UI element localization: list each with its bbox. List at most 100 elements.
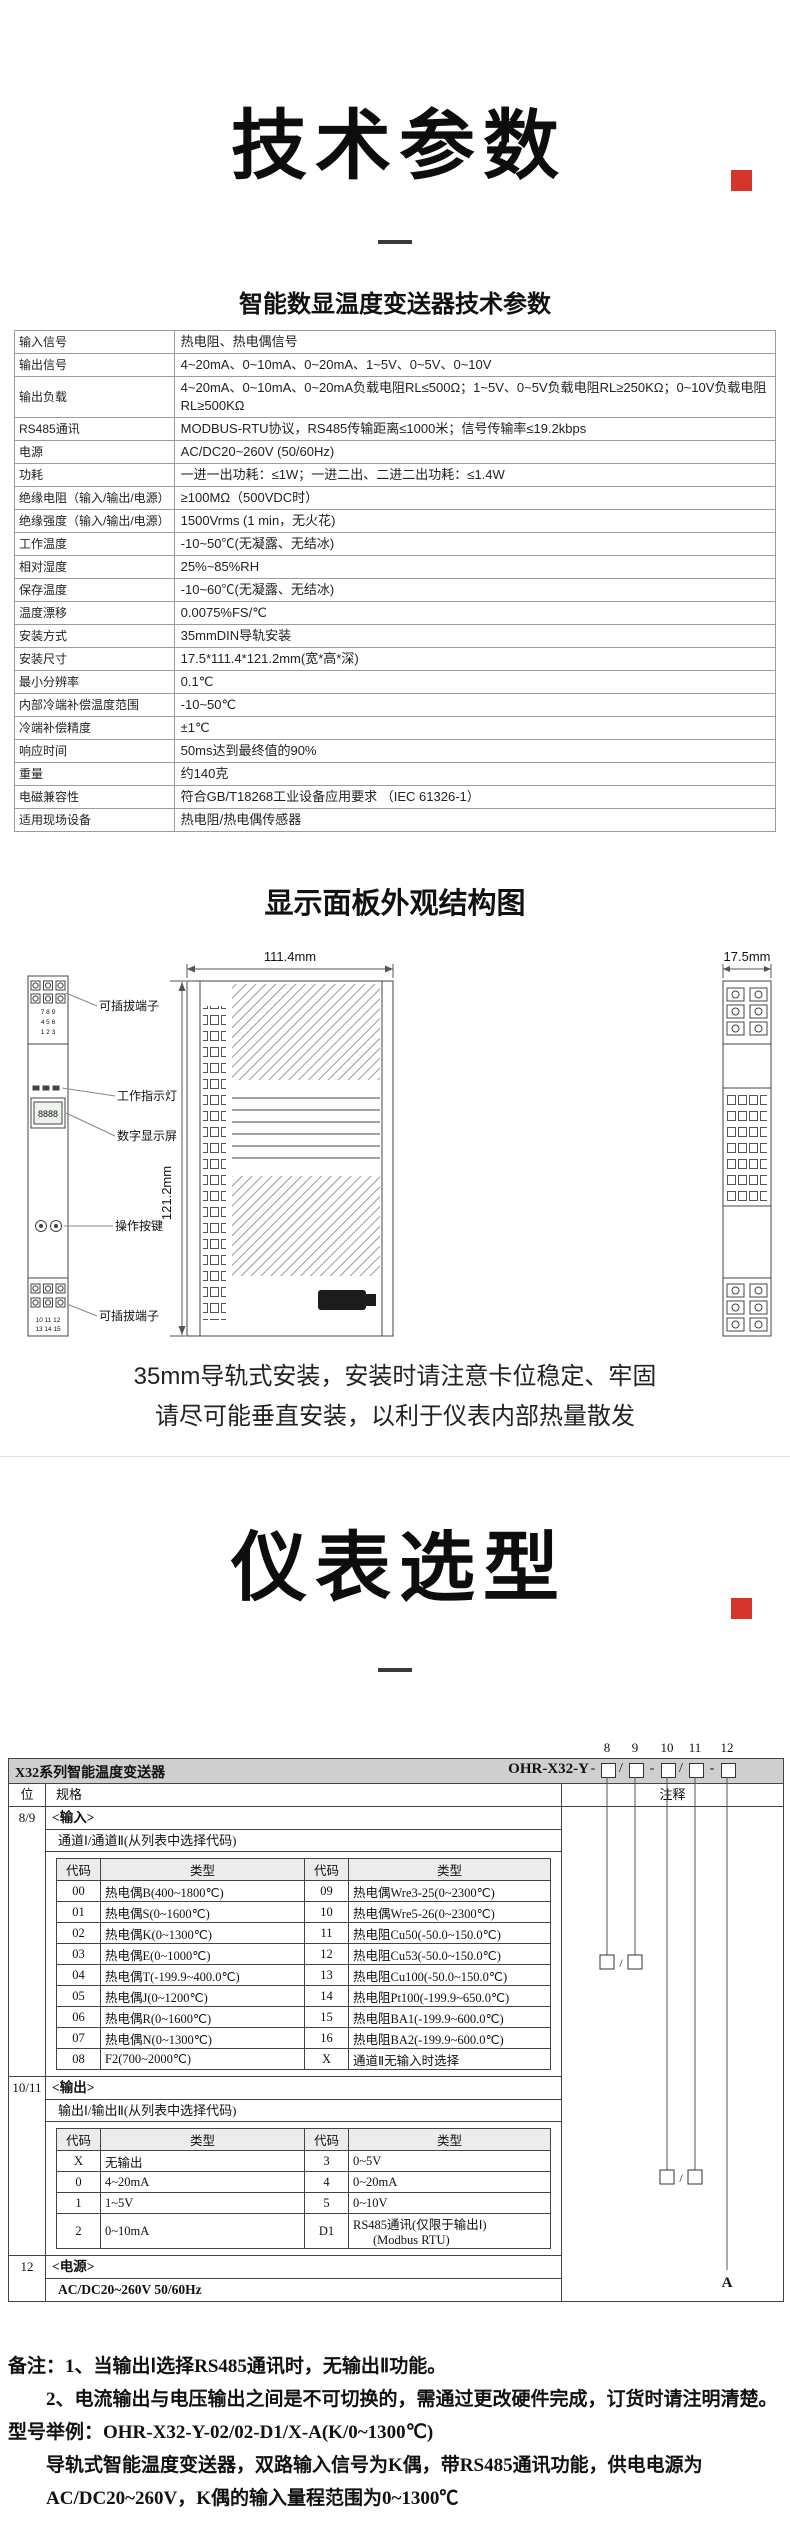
note-line-3: 型号举例：OHR-X32-Y-02/02-D1/X-A(K/0~1300℃): [8, 2422, 434, 2443]
callout-lines: [61, 992, 116, 1317]
code-cell: 15: [304, 2006, 349, 2028]
input-code-table: 代码 类型 代码 类型: [56, 1858, 551, 2070]
width-dimension-label: 111.4mm: [264, 949, 316, 964]
selection-column-headers: 位 规格 注释: [9, 1784, 783, 1807]
type-cell: 热电偶N(0~1300℃): [100, 2027, 305, 2049]
type-cell: 热电阻Pt100(-199.9~650.0℃): [348, 1985, 551, 2007]
spec-row: RS485通讯 MODBUS-RTU协议，RS485传输距离≤1000米；信号传…: [14, 417, 777, 441]
model-code-box-11: [689, 1763, 704, 1778]
spec-table-body: 输入信号 热电阻、热电偶信号 输出信号 4~20mA、0~10mA、0~20mA…: [14, 330, 777, 832]
code-header: 代码: [304, 1858, 349, 1881]
code-header: 代码: [56, 1858, 101, 1881]
code-row: 04 热电偶T(-199.9~400.0℃) 13 热电阻Cu100(-50.0…: [56, 1964, 551, 1986]
spec-row: 电磁兼容性 符合GB/T18268工业设备应用要求 （IEC 61326-1）: [14, 785, 777, 809]
spec-label: 相对湿度: [14, 555, 175, 579]
code-cell: 10: [304, 1901, 349, 1923]
spec-label: 温度漂移: [14, 601, 175, 625]
output-section-header: <输出>: [46, 2077, 561, 2100]
spec-row: 响应时间 50ms达到最终值的90%: [14, 739, 777, 763]
terminal-numbers: 4 5 6: [41, 1019, 56, 1026]
col-header-pos: 位: [9, 1784, 46, 1806]
code-cell: D1: [304, 2213, 349, 2249]
input-code-rows: 00 热电偶B(400~1800℃) 09 热电偶Wre3-25(0~2300℃…: [56, 1880, 551, 2070]
col-header-note: 注释: [659, 1787, 686, 1802]
type-cell: 热电偶Wre3-25(0~2300℃): [348, 1880, 551, 1902]
spec-label: 功耗: [14, 463, 175, 487]
type-cell: 热电偶T(-199.9~400.0℃): [100, 1964, 305, 1986]
spec-label: 冷端补偿精度: [14, 716, 175, 740]
section-divider: [0, 1456, 790, 1457]
spec-value: 一进一出功耗：≤1W；一进二出、二进二出功耗：≤1.4W: [173, 463, 777, 487]
code-table-header: 代码 类型 代码 类型: [56, 1858, 551, 1881]
code-cell: 1: [56, 2192, 101, 2214]
spec-value: -10~50℃: [173, 693, 777, 717]
power-section: 12 <电源> AC/DC20~260V 50/60Hz: [9, 2256, 561, 2301]
type-cell: 热电偶K(0~1300℃): [100, 1922, 305, 1944]
callout-work-indicator: 工作指示灯: [117, 1088, 177, 1103]
spec-value: 4~20mA、0~10mA、0~20mA负载电阻RL≤500Ω；1~5V、0~5…: [173, 376, 777, 418]
type-cell: 通道Ⅱ无输入时选择: [348, 2048, 551, 2070]
spec-row: 输入信号 热电阻、热电偶信号: [14, 330, 777, 354]
digit-position-8: 8: [603, 1740, 611, 1755]
type-cell: 0~5V: [348, 2150, 551, 2172]
type-cell: 热电阻Cu53(-50.0~150.0℃): [348, 1943, 551, 1965]
code-header: 代码: [304, 2128, 349, 2151]
code-row: 03 热电偶E(0~1000℃) 12 热电阻Cu53(-50.0~150.0℃…: [56, 1943, 551, 1965]
terminal-numbers: 13 14 15: [35, 1326, 61, 1333]
callout-plug-terminal-top: 可插拔端子: [99, 998, 159, 1013]
code-row: 07 热电偶N(0~1300℃) 16 热电阻BA2(-199.9~600.0℃…: [56, 2027, 551, 2049]
spec-label: 输出负载: [14, 376, 175, 418]
code-table-header: 代码 类型 代码 类型: [56, 2128, 551, 2151]
spec-row: 绝缘电阻（输入/输出/电源） ≥100MΩ（500VDC时）: [14, 486, 777, 510]
code-cell: 00: [56, 1880, 101, 1902]
spec-value: 约140克: [173, 762, 777, 786]
input-section: 8/9 <输入> 通道Ⅰ/通道Ⅱ(从列表中选择代码) 代码 类型: [9, 1807, 561, 2077]
depth-dimension: [722, 964, 772, 978]
vent-slots: [203, 1006, 226, 1320]
depth-dimension-label: 17.5mm: [724, 949, 771, 964]
type-header: 类型: [348, 2128, 551, 2151]
type-cell: 0~20mA: [348, 2171, 551, 2193]
note-line-4: 导轨式智能温度变送器，双路输入信号为K偶，带RS485通讯功能，供电电源为: [46, 2455, 703, 2476]
input-pos: 8/9: [9, 1807, 46, 2076]
spec-row: 输出负载 4~20mA、0~10mA、0~20mA负载电阻RL≤500Ω；1~5…: [14, 376, 777, 418]
code-header: 代码: [56, 2128, 101, 2151]
selection-table: X32系列智能温度变送器 OHR-X32-Y - / - / - 位 规格 注释: [8, 1758, 784, 2302]
type-cell: 热电偶E(0~1000℃): [100, 1943, 305, 1965]
width-dimension: [186, 964, 394, 978]
code-cell: 14: [304, 1985, 349, 2007]
spec-label: 内部冷端补偿温度范围: [14, 693, 175, 717]
power-value: AC/DC20~260V 50/60Hz: [58, 2282, 202, 2297]
type-cell: 热电偶R(0~1600℃): [100, 2006, 305, 2028]
code-cell: 16: [304, 2027, 349, 2049]
spec-value: ±1℃: [173, 716, 777, 740]
install-note-line1: 35mm导轨式安装，安装时请注意卡位稳定、牢固: [133, 1363, 657, 1390]
spec-value: ≥100MΩ（500VDC时）: [173, 486, 777, 510]
spec-row: 内部冷端补偿温度范围 -10~50℃: [14, 693, 777, 717]
type-header: 类型: [100, 1858, 305, 1881]
display-window: [33, 1101, 63, 1125]
spec-value: 17.5*111.4*121.2mm(宽*高*深): [173, 647, 777, 671]
code-cell: 13: [304, 1964, 349, 1986]
type-cell: 热电偶S(0~1600℃): [100, 1901, 305, 1923]
spec-table-title: 智能数显温度变送器技术参数: [239, 291, 551, 318]
hatched-area-top: [232, 984, 380, 1080]
code-cell: 06: [56, 2006, 101, 2028]
spec-label: 电源: [14, 440, 175, 464]
note-line-2: 2、电流输出与电压输出之间是不可切换的，需通过更改硬件完成，订货时请注明清楚。: [46, 2389, 778, 2410]
spec-row: 重量 约140克: [14, 762, 777, 786]
callout-digital-display: 数字显示屏: [117, 1128, 177, 1143]
terminal-numbers: 10 11 12: [36, 1317, 61, 1324]
code-cell: 02: [56, 1922, 101, 1944]
type-cell: 1~5V: [100, 2192, 305, 2214]
type-cell: 热电偶Wre5-26(0~2300℃): [348, 1901, 551, 1923]
spec-value: 热电阻、热电偶信号: [173, 330, 777, 354]
type-header: 类型: [100, 2128, 305, 2151]
type-cell: 热电阻BA2(-199.9~600.0℃): [348, 2027, 551, 2049]
type-cell: F2(700~2000℃): [100, 2048, 305, 2070]
spec-value: 50ms达到最终值的90%: [173, 739, 777, 763]
code-cell: 04: [56, 1964, 101, 1986]
code-cell: 07: [56, 2027, 101, 2049]
spec-row: 温度漂移 0.0075%FS/℃: [14, 601, 777, 625]
model-separator: -: [649, 1761, 655, 1776]
